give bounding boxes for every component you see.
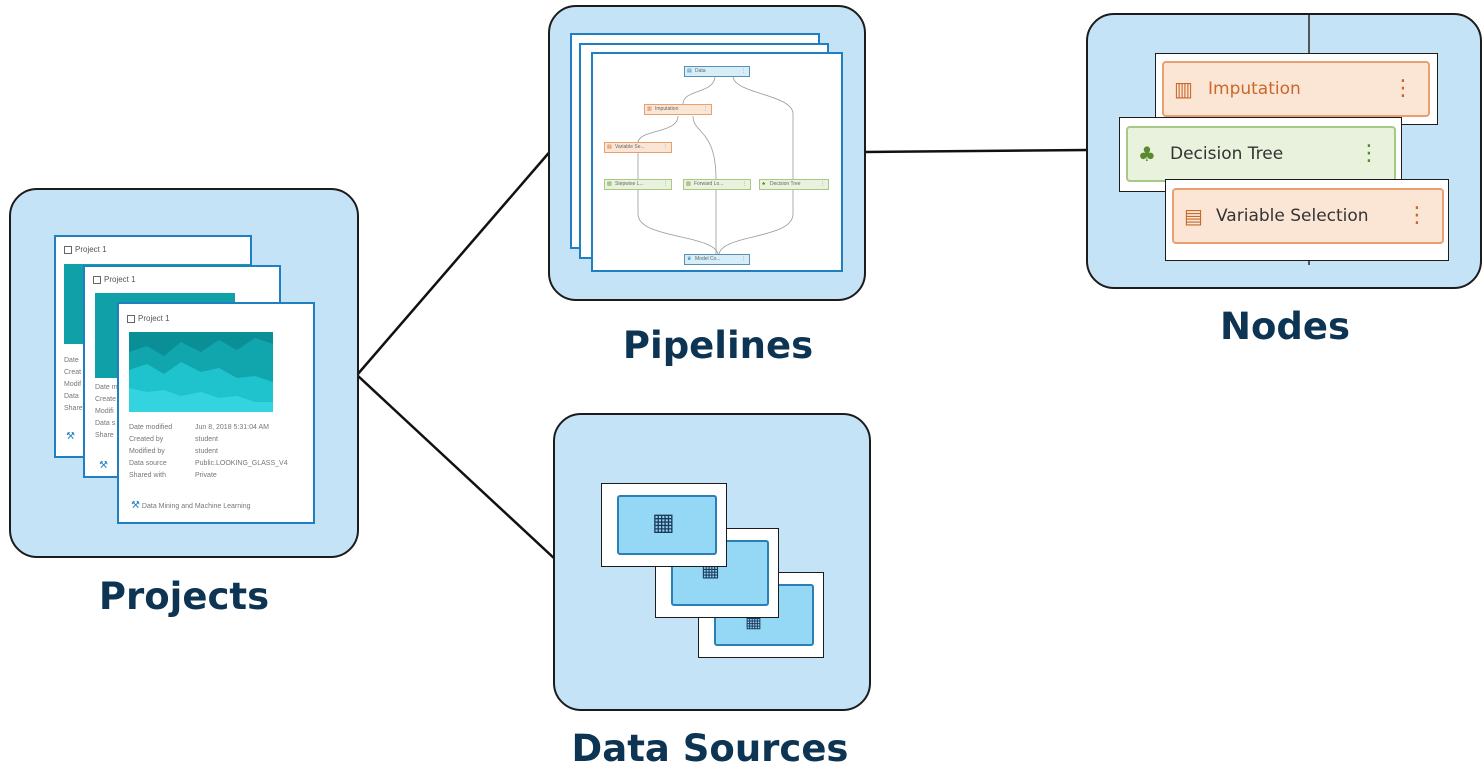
pipeline-node-decision-tree[interactable]: ♣Decision Tree⋮ xyxy=(759,179,829,190)
model-studio-icon: ⚒ xyxy=(99,460,108,471)
variable-selection-icon: ▤ xyxy=(1184,204,1203,228)
project-title: Project 1 xyxy=(138,314,170,323)
data-source-card-front[interactable]: ▦ xyxy=(601,483,727,567)
pipeline-node-stepwise[interactable]: ▨Stepwise L...⋮ xyxy=(604,179,672,190)
projects-caption: Projects xyxy=(98,575,270,618)
node-menu-icon[interactable]: ⋮ xyxy=(820,181,825,187)
node-imputation-wrap: ▥ Imputation ⋮ xyxy=(1155,53,1438,125)
data-sources-panel: ▦ ▦ ▦ xyxy=(553,413,871,711)
node-variable-selection-wrap: ▤ Variable Selection ⋮ xyxy=(1165,179,1449,261)
regression-icon: ▨ xyxy=(607,181,612,187)
node-menu-icon[interactable]: ⋮ xyxy=(663,144,668,150)
project-title: Project 1 xyxy=(104,275,136,284)
node-menu-icon[interactable]: ⋮ xyxy=(663,181,668,187)
data-sources-caption: Data Sources xyxy=(571,727,849,770)
node-menu-icon[interactable]: ⋮ xyxy=(742,181,747,187)
data-icon: ▤ xyxy=(687,68,692,74)
node-decision-tree[interactable]: ♣ Decision Tree ⋮ xyxy=(1126,126,1396,182)
imputation-icon: ▥ xyxy=(647,106,652,112)
trophy-icon: ♛ xyxy=(687,256,692,262)
node-menu-icon[interactable]: ⋮ xyxy=(703,106,708,112)
pipeline-flow-edges xyxy=(637,75,794,255)
projects-to-pipelines-line xyxy=(356,147,554,376)
model-studio-icon: ⚒ xyxy=(66,431,75,442)
projects-to-datasources-line xyxy=(356,374,557,561)
node-imputation[interactable]: ▥ Imputation ⋮ xyxy=(1162,61,1430,117)
pipeline-node-imputation[interactable]: ▥Imputation⋮ xyxy=(644,104,712,115)
node-menu-icon[interactable]: ⋮ xyxy=(1392,76,1414,101)
table-icon: ▦ xyxy=(652,509,675,536)
pipeline-node-model-comparison[interactable]: ♛Model Co...⋮ xyxy=(684,254,750,265)
pipelines-to-nodes-line xyxy=(864,148,1090,154)
project-footer: ⚒ Data Mining and Machine Learning xyxy=(131,500,251,511)
pipeline-node-forward[interactable]: ▨Forward Lo...⋮ xyxy=(683,179,751,190)
pipeline-card-front[interactable]: ▤Data⋮ ▥Imputation⋮ ▤Variable Se...⋮ ▨St… xyxy=(591,52,843,272)
project-title: Project 1 xyxy=(75,245,107,254)
tree-icon: ♣ xyxy=(1138,142,1156,166)
imputation-icon: ▥ xyxy=(1174,77,1193,101)
regression-icon: ▨ xyxy=(686,181,691,187)
variable-selection-icon: ▤ xyxy=(607,144,612,150)
nodes-panel: ▥ Imputation ⋮ ♣ Decision Tree ⋮ ▤ Varia… xyxy=(1086,13,1482,289)
pipeline-node-data[interactable]: ▤Data⋮ xyxy=(684,66,750,77)
node-menu-icon[interactable]: ⋮ xyxy=(1358,141,1380,166)
pipelines-caption: Pipelines xyxy=(622,324,814,367)
pipeline-node-variable-selection[interactable]: ▤Variable Se...⋮ xyxy=(604,142,672,153)
tree-icon: ♣ xyxy=(762,181,766,187)
node-menu-icon[interactable]: ⋮ xyxy=(741,68,746,74)
node-menu-icon[interactable]: ⋮ xyxy=(1406,203,1428,228)
nodes-caption: Nodes xyxy=(1220,305,1350,348)
pipelines-panel: ▤Data⋮ ▥Imputation⋮ ▤Variable Se...⋮ ▨St… xyxy=(548,5,866,301)
model-studio-icon: ⚒ xyxy=(131,500,140,511)
node-variable-selection[interactable]: ▤ Variable Selection ⋮ xyxy=(1172,188,1444,244)
project-chart xyxy=(129,332,273,412)
node-menu-icon[interactable]: ⋮ xyxy=(741,256,746,262)
